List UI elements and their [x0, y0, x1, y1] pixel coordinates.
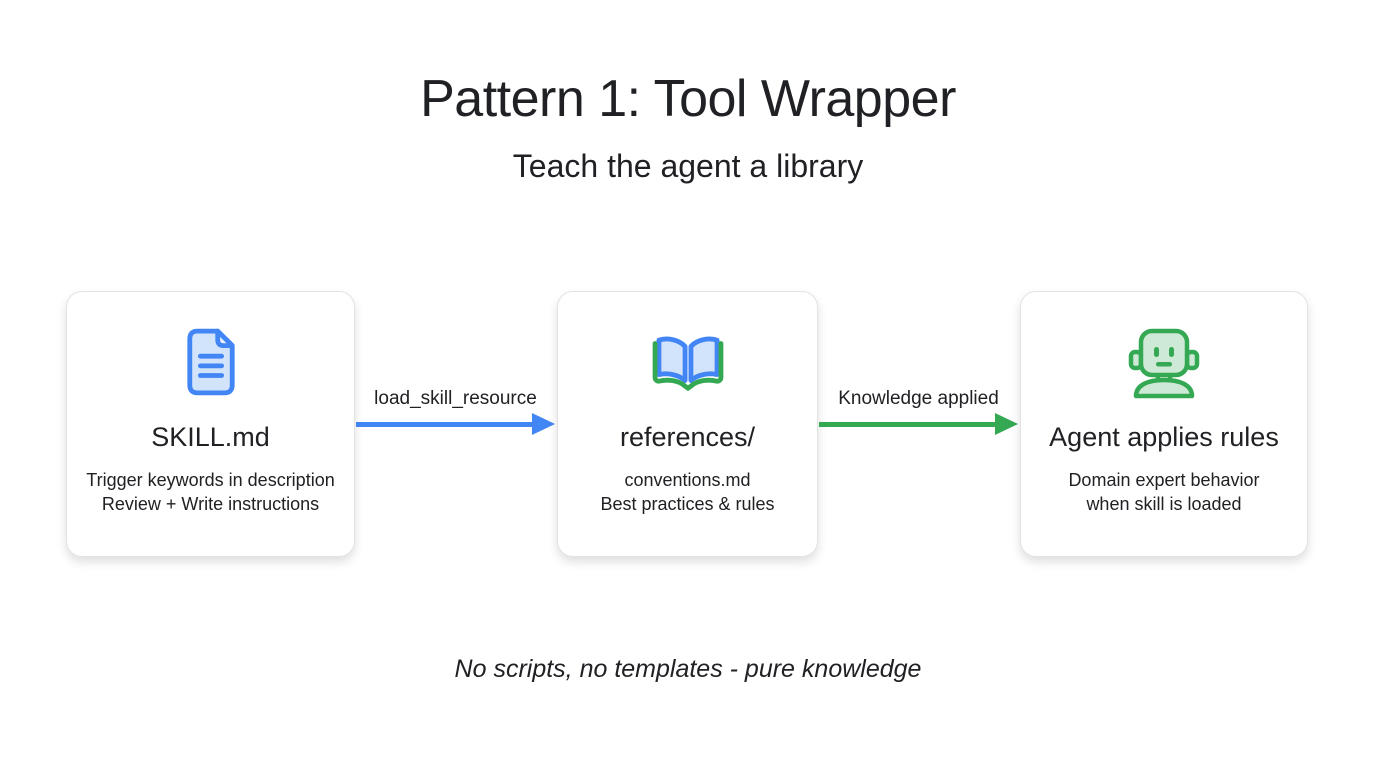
right-arrow-icon	[356, 412, 555, 436]
flow-arrow-knowledge-applied: Knowledge applied	[819, 387, 1018, 436]
arrow-label: load_skill_resource	[374, 388, 537, 409]
robot-icon	[1128, 325, 1200, 399]
node-description-line: Review + Write instructions	[101, 494, 320, 514]
node-description-line: Domain expert behavior	[1068, 470, 1260, 490]
node-description-line: Best practices & rules	[600, 494, 775, 514]
arrow-line	[356, 421, 532, 427]
node-description-line: conventions.md	[624, 470, 751, 490]
node-description: Trigger keywords in description Review +…	[86, 468, 334, 516]
node-description-line: Trigger keywords in description	[86, 470, 335, 490]
node-card-skill-md: SKILL.md Trigger keywords in description…	[66, 291, 355, 557]
node-card-references: references/ conventions.md Best practice…	[557, 291, 818, 557]
flow-arrow-load-skill-resource: load_skill_resource	[356, 387, 555, 436]
arrow-line	[819, 421, 995, 427]
node-title: SKILL.md	[151, 422, 270, 452]
node-title: Agent applies rules	[1049, 422, 1279, 452]
open-book-icon	[649, 325, 727, 399]
arrow-label: Knowledge applied	[838, 388, 999, 409]
node-description-line: when skill is loaded	[1086, 494, 1242, 514]
node-description: conventions.md Best practices & rules	[600, 468, 774, 516]
node-description: Domain expert behavior when skill is loa…	[1068, 468, 1259, 516]
right-arrow-icon	[819, 412, 1018, 436]
page-title: Pattern 1: Tool Wrapper	[420, 70, 956, 128]
arrow-head	[532, 413, 555, 435]
page-subtitle: Teach the agent a library	[512, 148, 864, 184]
node-title: references/	[619, 422, 756, 452]
arrow-head	[995, 413, 1018, 435]
document-icon	[184, 325, 238, 399]
footer-note: No scripts, no templates - pure knowledg…	[454, 655, 922, 683]
node-card-agent: Agent applies rules Domain expert behavi…	[1020, 291, 1308, 557]
